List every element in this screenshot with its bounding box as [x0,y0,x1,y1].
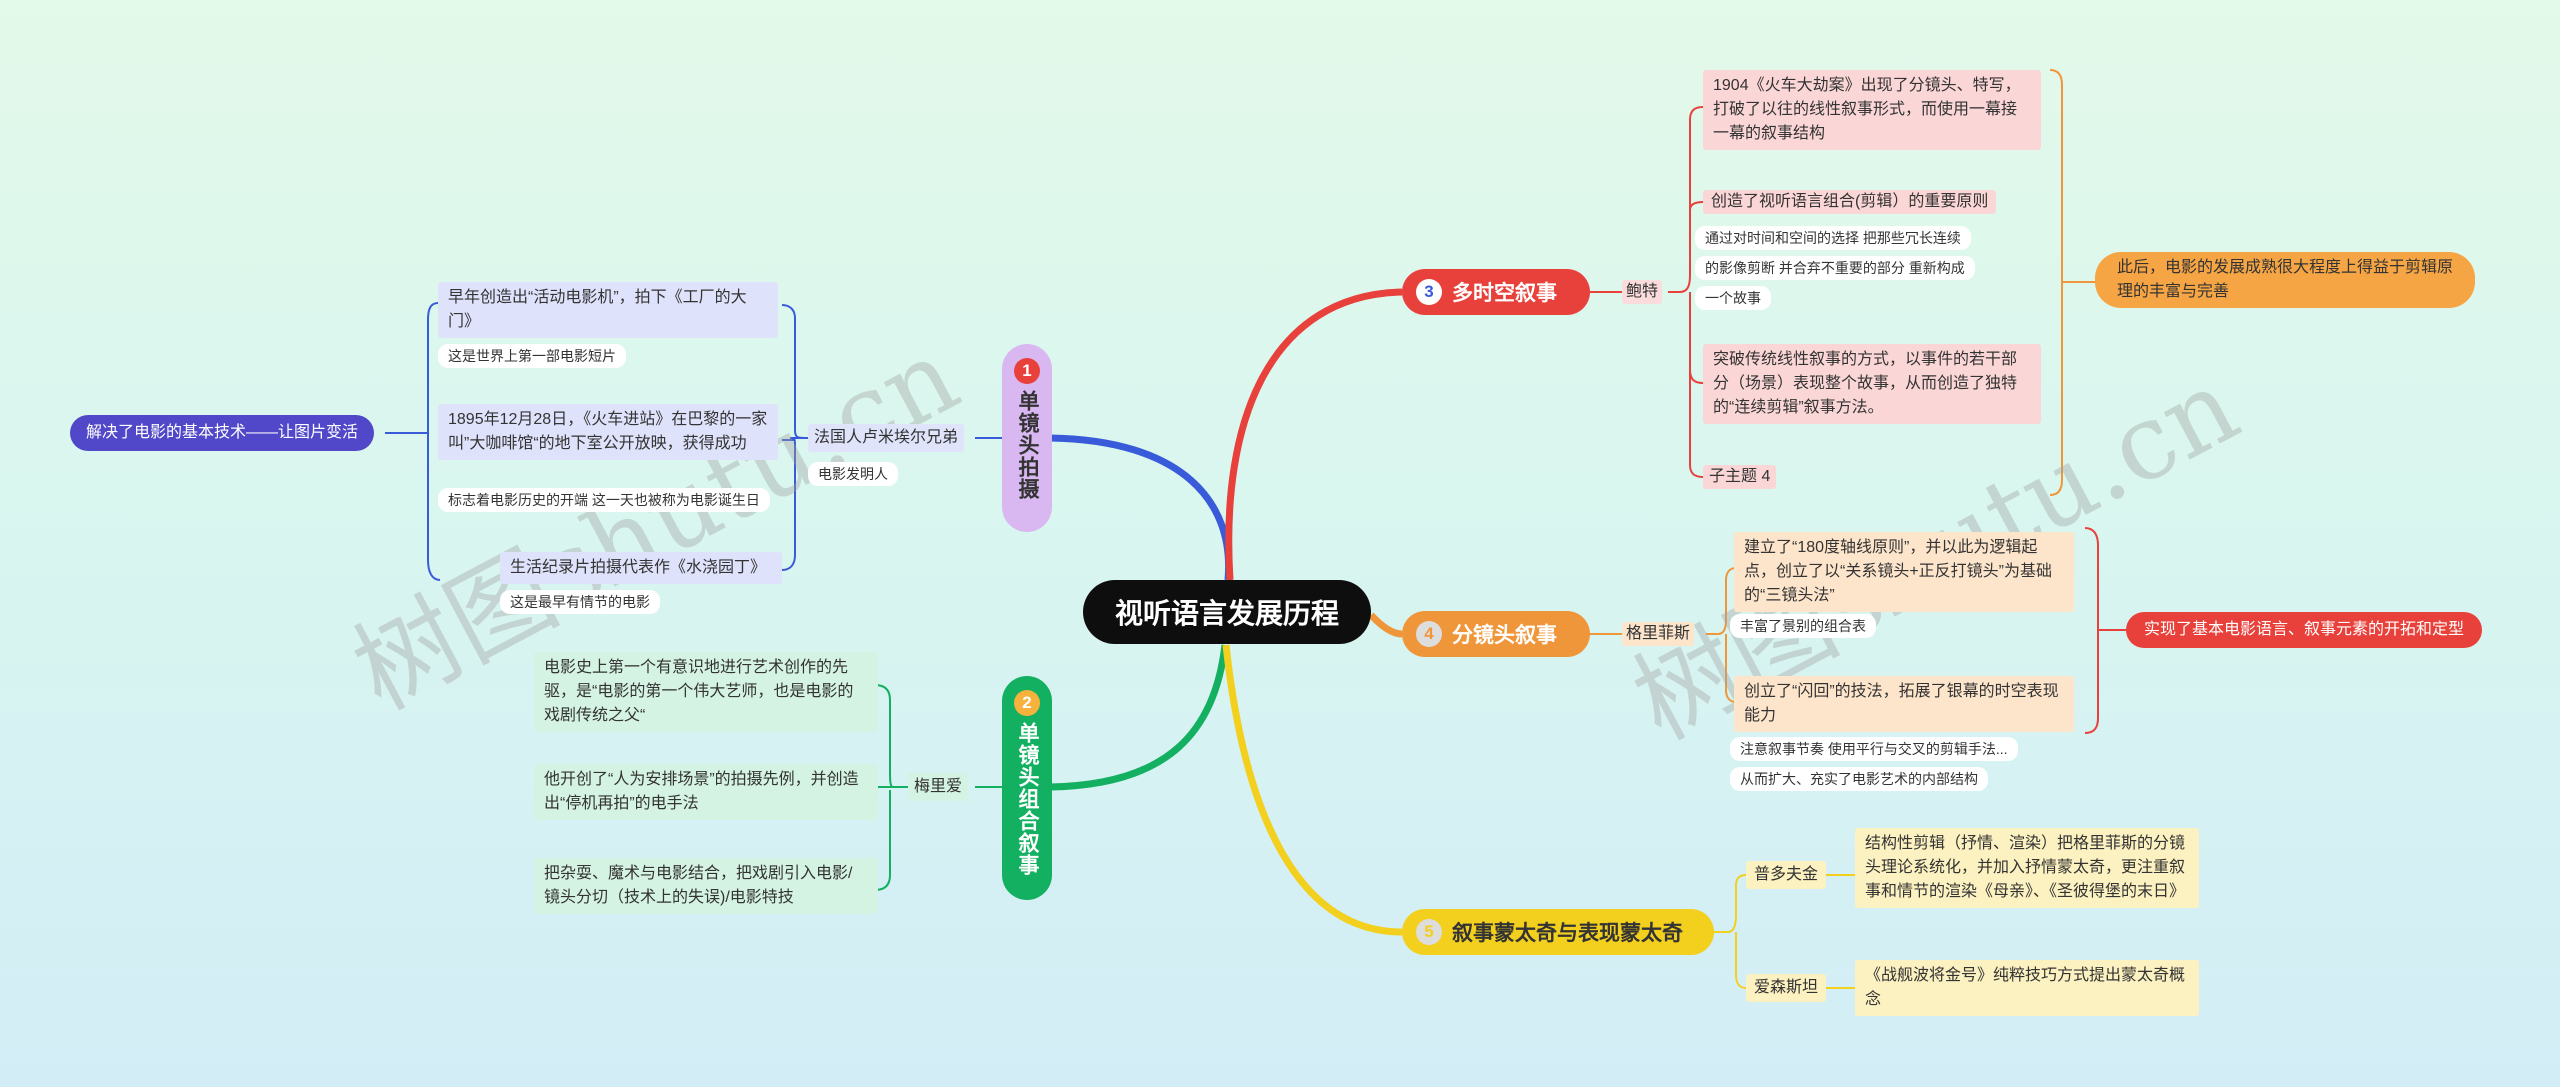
branch2-item1[interactable]: 电影史上第一个有意识地进行艺术创作的先驱，是“电影的第一个伟大艺师，也是电影的戏… [534,652,878,732]
branch4-item1-note[interactable]: 丰富了景别的组合表 [1730,614,1876,638]
branch1-node[interactable]: 1 单镜头拍摄 [1002,344,1052,532]
link-root-branch2 [1049,644,1229,791]
branch3-item2[interactable]: 创造了视听语言组合(剪辑）的重要原则 [1703,190,1997,214]
branch3-item2-note3[interactable]: 一个故事 [1695,286,1771,310]
branch1-item1-note[interactable]: 这是世界上第一部电影短片 [438,344,626,368]
branch3-item1[interactable]: 1904《火车大劫案》出现了分镜头、特写，打破了以往的线性叙事形式，而使用一幕接… [1703,70,2041,150]
branch1-item2[interactable]: 1895年12月28日，《火车进站》在巴黎的一家叫”大咖啡馆“的地下室公开放映，… [438,404,778,460]
branch3-summary[interactable]: 此后，电影的发展成熟很大程度上得益于剪辑原理的丰富与完善 [2095,252,2475,308]
branch4-item2-note1[interactable]: 注意叙事节奏 使用平行与交叉的剪辑手法... [1730,737,2018,761]
branch3-node[interactable]: 3 多时空叙事 [1402,269,1590,315]
link-root-branch5 [1222,644,1403,936]
branch2-person[interactable]: 梅里爱 [908,773,969,801]
branch2-node[interactable]: 2 单镜头组合叙事 [1002,676,1052,900]
branch4-number: 4 [1416,621,1442,647]
link-root-branch3 [1225,288,1403,581]
branch5-person1-text[interactable]: 结构性剪辑（抒情、渲染）把格里菲斯的分镜头理论系统化，并加入抒情蒙太奇，更注重叙… [1855,828,2199,908]
branch4-summary[interactable]: 实现了基本电影语言、叙事元素的开拓和定型 [2126,612,2483,648]
branch5-person1[interactable]: 普多夫金 [1746,861,1827,889]
branch1-person-note[interactable]: 电影发明人 [808,462,898,486]
branch2-title: 单镜头组合叙事 [1016,722,1039,876]
branch3-item4[interactable]: 子主题 4 [1703,465,1777,489]
branch2-number: 2 [1014,690,1040,716]
root-node[interactable]: 视听语言发展历程 [1083,580,1371,644]
branch5-node[interactable]: 5 叙事蒙太奇与表现蒙太奇 [1402,909,1714,955]
branch4-item2[interactable]: 创立了“闪回”的技法，拓展了银幕的时空表现能力 [1734,676,2074,732]
branch2-item2[interactable]: 他开创了“人为安排场景”的拍摄先例，并创造出“停机再拍”的电手法 [534,764,878,820]
branch2-item3[interactable]: 把杂耍、魔术与电影结合，把戏剧引入电影/镜头分切（技术上的失误)/电影特技 [534,858,878,914]
branch1-item3-note[interactable]: 这是最早有情节的电影 [500,590,660,614]
link-root-branch4 [1368,612,1403,638]
branch1-item3[interactable]: 生活纪录片拍摄代表作《水浇园丁》 [500,552,782,584]
branch3-item2-note2[interactable]: 的影像剪断 并合弃不重要的部分 重新构成 [1695,256,1975,280]
branch3-item3[interactable]: 突破传统线性叙事的方式，以事件的若干部分（场景）表现整个故事，从而创造了独特的“… [1703,344,2041,424]
branch4-item1[interactable]: 建立了“180度轴线原则”，并以此为逻辑起点，创立了以“关系镜头+正反打镜头”为… [1734,532,2074,612]
branch5-title: 叙事蒙太奇与表现蒙太奇 [1452,922,1683,945]
branch1-person[interactable]: 法国人卢米埃尔兄弟 [808,424,965,452]
branch1-title: 单镜头拍摄 [1016,390,1039,500]
branch1-item2-note[interactable]: 标志着电影历史的开端 这一天也被称为电影诞生日 [438,488,770,512]
branch4-person[interactable]: 格里菲斯 [1622,622,1695,646]
branch4-item2-note2[interactable]: 从而扩大、充实了电影艺术的内部结构 [1730,767,1988,791]
link-root-branch1 [1049,434,1233,581]
branch5-person2[interactable]: 爱森斯坦 [1746,974,1827,1002]
branch3-item2-note1[interactable]: 通过对时间和空间的选择 把那些冗长连续 [1695,226,1971,250]
branch3-number: 3 [1416,279,1442,305]
branch5-person2-text[interactable]: 《战舰波将金号》纯粹技巧方式提出蒙太奇概念 [1855,960,2199,1016]
branch5-number: 5 [1416,919,1442,945]
branch1-number: 1 [1014,358,1040,384]
branch4-title: 分镜头叙事 [1452,624,1557,647]
branch1-item1[interactable]: 早年创造出“活动电影机”，拍下《工厂的大门》 [438,282,778,338]
branch1-summary[interactable]: 解决了电影的基本技术——让图片变活 [70,415,375,451]
branch4-node[interactable]: 4 分镜头叙事 [1402,611,1590,657]
branch3-person[interactable]: 鲍特 [1622,280,1663,304]
branch3-title: 多时空叙事 [1452,282,1557,305]
